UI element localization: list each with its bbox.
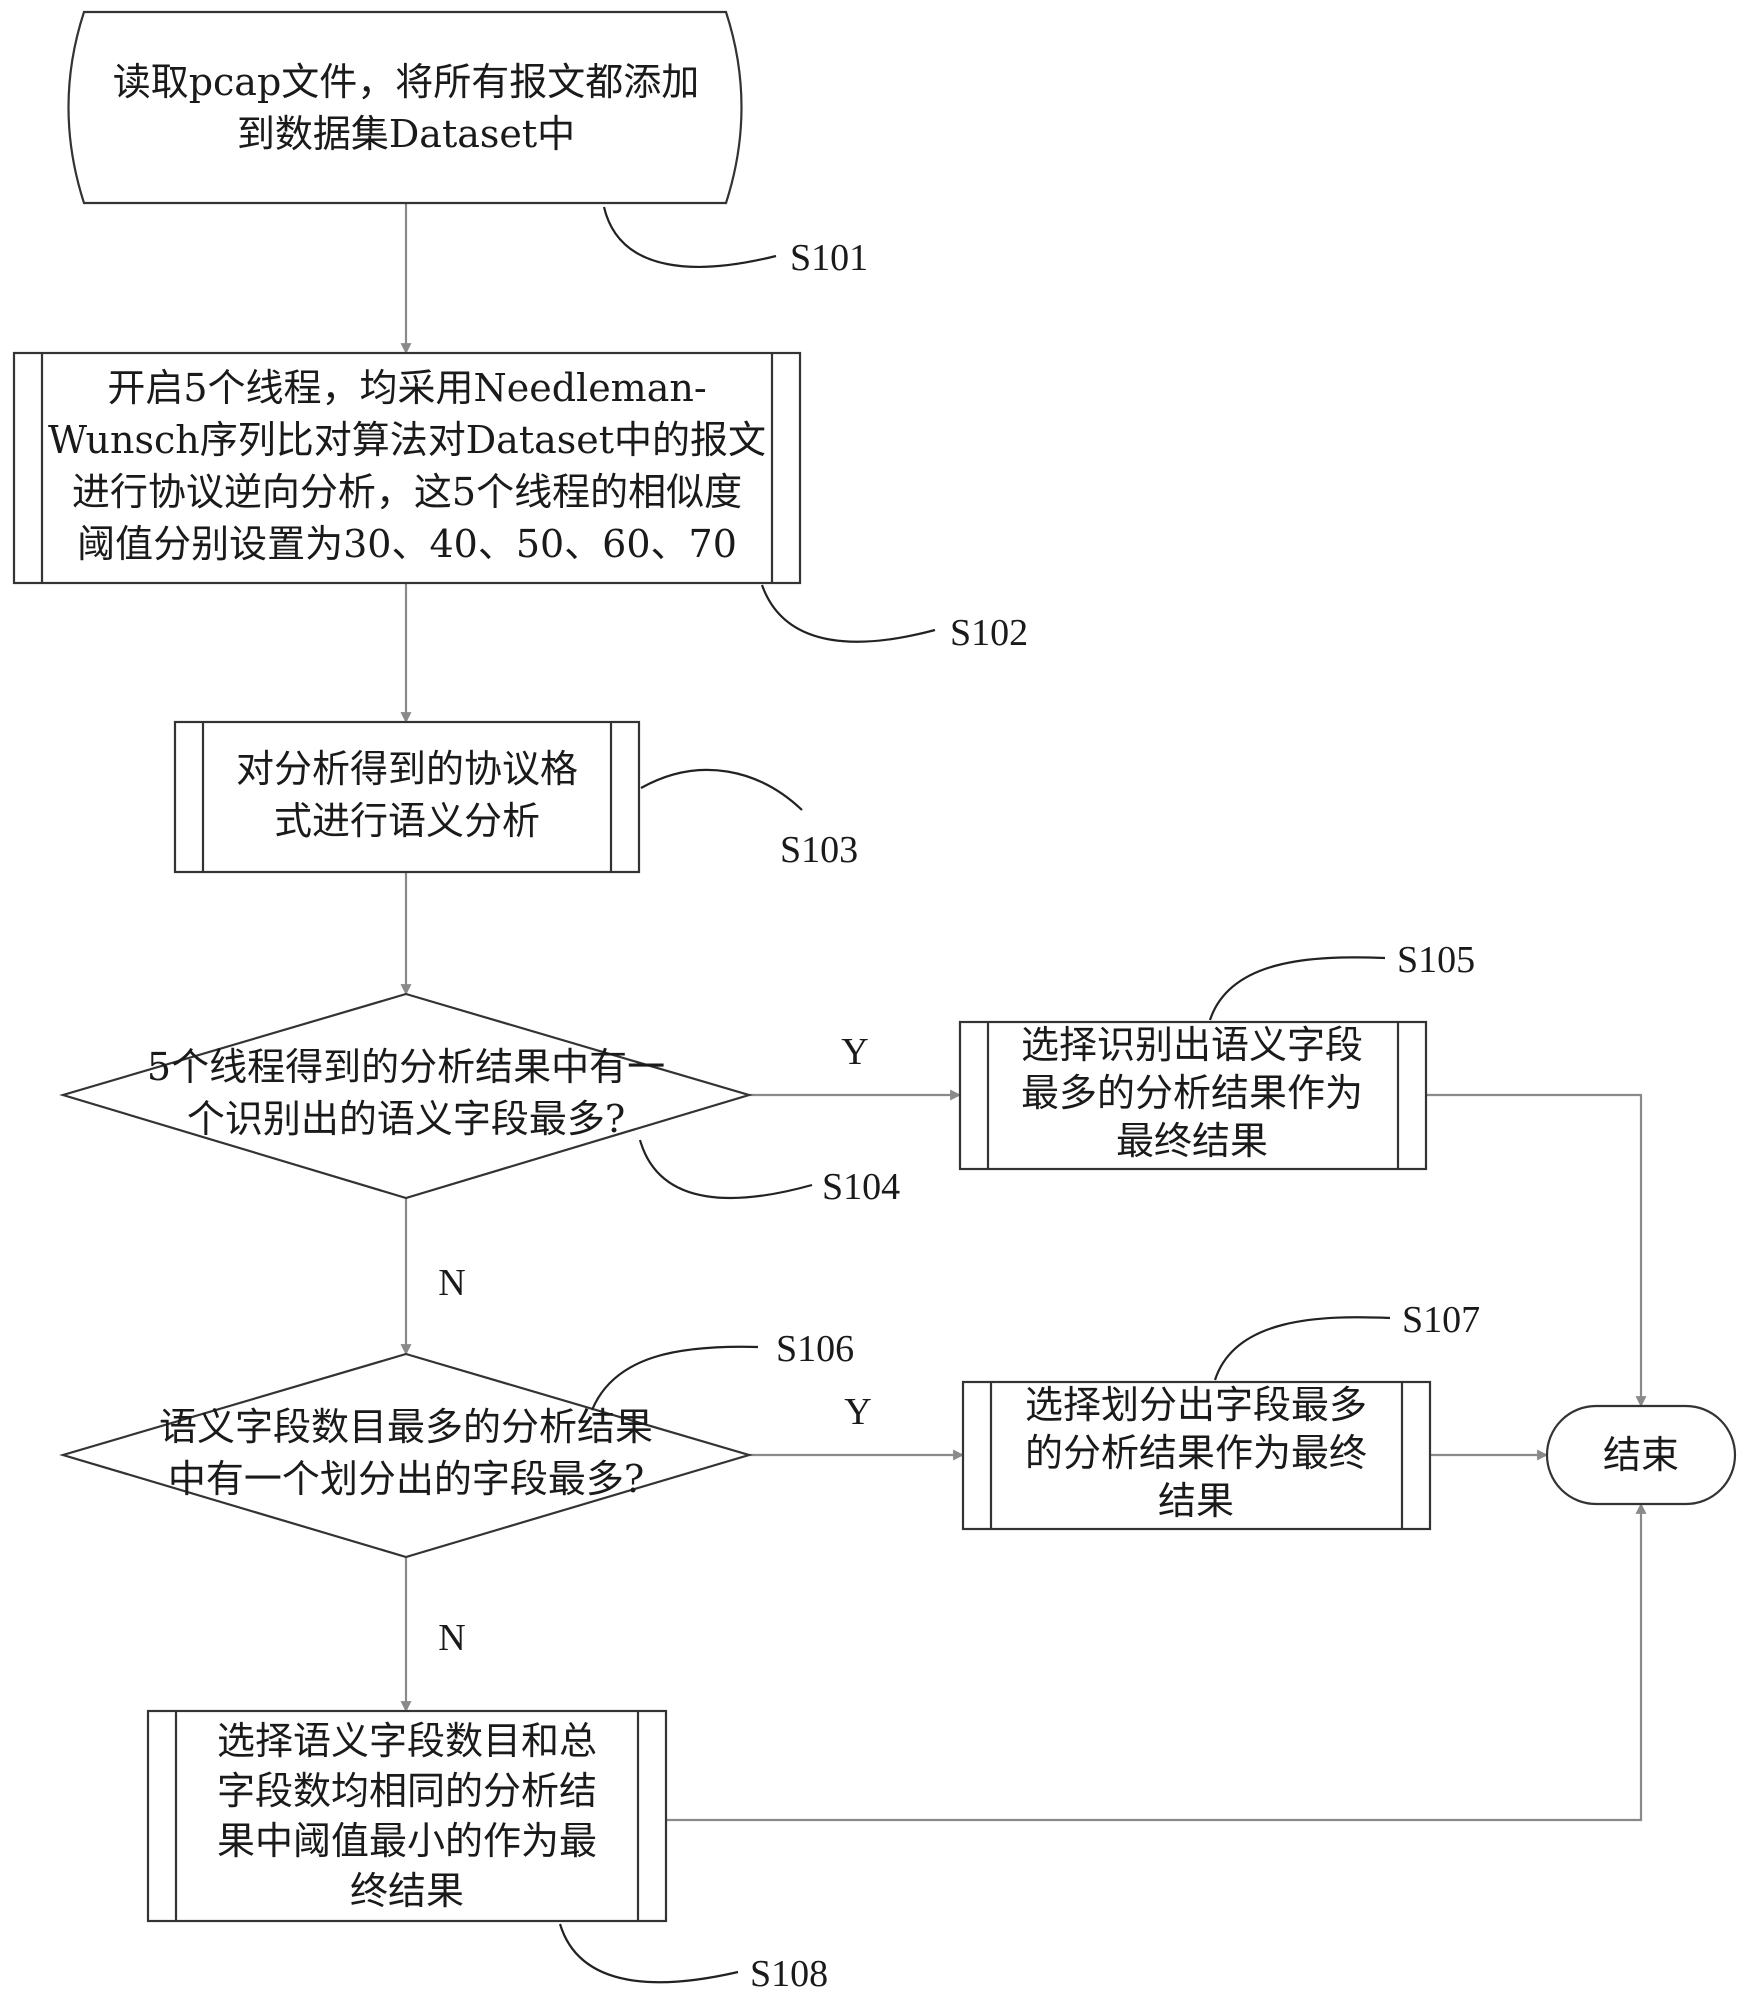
s103-line-2: 式进行语义分析 xyxy=(274,799,540,843)
s106-yes-label: Y xyxy=(844,1391,871,1433)
s104-shape xyxy=(59,992,753,1200)
s107-label: S107 xyxy=(1402,1299,1480,1341)
s104-label: S104 xyxy=(822,1166,900,1208)
s102-line-3: 进行协议逆向分析，这5个线程的相似度 xyxy=(72,470,742,514)
s107-shape xyxy=(961,1380,1432,1531)
arrow-s105-end xyxy=(1426,1093,1647,1408)
s103-label: S103 xyxy=(780,829,858,871)
s104-yes-label: Y xyxy=(841,1031,868,1073)
s104-callout xyxy=(638,1139,813,1200)
node-s107: 选择划分出字段最多 的分析结果作为最终 结果 S107 xyxy=(961,1299,1480,1531)
node-s103: 对分析得到的协议格 式进行语义分析 S103 xyxy=(173,720,858,874)
s106-no-label: N xyxy=(438,1617,465,1659)
s102-callout xyxy=(760,584,936,643)
s105-line-1: 选择识别出语义字段 xyxy=(1021,1023,1363,1067)
s108-line-4: 终结果 xyxy=(350,1869,464,1913)
s104-line-1: 5个线程得到的分析结果中有一 xyxy=(147,1045,665,1089)
end-label: 结束 xyxy=(1603,1433,1679,1477)
s101-line-2: 到数据集Dataset中 xyxy=(237,112,575,156)
s102-label: S102 xyxy=(950,612,1028,654)
s103-callout xyxy=(640,768,803,811)
s108-label: S108 xyxy=(750,1953,828,1995)
node-s106: 语义字段数目最多的分析结果 中有一个划分出的字段最多? S106 Y N xyxy=(59,1328,872,1659)
s104-line-2: 个识别出的语义字段最多? xyxy=(187,1097,625,1141)
s108-line-1: 选择语义字段数目和总 xyxy=(217,1719,597,1763)
s106-shape xyxy=(59,1352,753,1559)
s102-line-2: Wunsch序列比对算法对Dataset中的报文 xyxy=(48,418,766,462)
s108-shape xyxy=(146,1709,668,1923)
s107-line-3: 结果 xyxy=(1158,1479,1234,1523)
s107-callout xyxy=(1213,1316,1391,1381)
arrow-s108-end xyxy=(666,1502,1647,1822)
s105-line-3: 最终结果 xyxy=(1116,1119,1268,1163)
s102-line-4: 阈值分别设置为30、40、50、60、70 xyxy=(77,522,737,566)
s105-label: S105 xyxy=(1397,939,1475,981)
s102-shape xyxy=(12,351,802,585)
end-shape xyxy=(1545,1404,1737,1506)
s101-shape xyxy=(67,10,743,205)
node-s108: 选择语义字段数目和总 字段数均相同的分析结 果中阈值最小的作为最 终结果 S10… xyxy=(146,1709,828,1995)
s106-label: S106 xyxy=(776,1328,854,1370)
s101-line-1: 读取pcap文件，将所有报文都添加 xyxy=(113,60,700,104)
s105-callout xyxy=(1208,956,1386,1021)
s106-callout xyxy=(590,1345,759,1411)
s103-shape xyxy=(173,720,641,874)
node-end: 结束 xyxy=(1545,1404,1737,1506)
s106-line-2: 中有一个划分出的字段最多? xyxy=(168,1457,644,1501)
node-s101: 读取pcap文件，将所有报文都添加 到数据集Dataset中 S101 xyxy=(67,10,868,279)
node-s104: 5个线程得到的分析结果中有一 个识别出的语义字段最多? S104 Y N xyxy=(59,992,900,1304)
s104-no-label: N xyxy=(438,1262,465,1304)
s107-line-1: 选择划分出字段最多 xyxy=(1025,1383,1367,1427)
s101-callout xyxy=(602,206,777,268)
s105-line-2: 最多的分析结果作为 xyxy=(1021,1071,1363,1115)
s103-line-1: 对分析得到的协议格 xyxy=(236,747,578,791)
s101-label: S101 xyxy=(790,237,868,279)
s108-callout xyxy=(558,1923,739,1984)
s108-line-3: 果中阈值最小的作为最 xyxy=(217,1819,597,1863)
s105-shape xyxy=(958,1020,1428,1171)
s107-line-2: 的分析结果作为最终 xyxy=(1025,1431,1367,1475)
connectors xyxy=(400,203,1647,1822)
s102-line-1: 开启5个线程，均采用Needleman- xyxy=(107,366,706,410)
node-s105: 选择识别出语义字段 最多的分析结果作为 最终结果 S105 xyxy=(958,939,1475,1171)
s108-line-2: 字段数均相同的分析结 xyxy=(217,1769,597,1813)
s106-line-1: 语义字段数目最多的分析结果 xyxy=(159,1405,653,1449)
node-s102: 开启5个线程，均采用Needleman- Wunsch序列比对算法对Datase… xyxy=(12,351,1028,654)
